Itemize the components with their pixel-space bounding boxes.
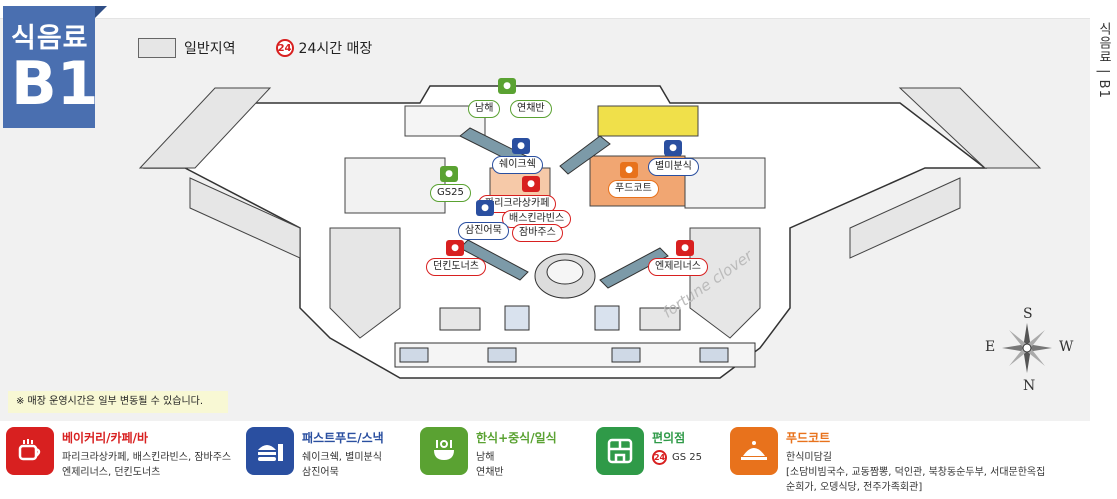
hours-notice: ※ 매장 운영시간은 일부 변동될 수 있습니다. <box>8 391 228 413</box>
compass-star-icon <box>1002 323 1052 373</box>
category-shops-line: 엔제리너스, 던킨도너츠 <box>62 467 161 478</box>
category-shops-line: 쉐이크쉑, 별미분식 <box>302 452 382 463</box>
map-label-namhae[interactable]: 남해 <box>468 100 501 118</box>
open-24h-icon: 24 <box>652 450 667 465</box>
category-shops-line: 삼진어묵 <box>302 467 339 478</box>
category-title: 한식+중식/일식 <box>476 431 557 445</box>
open-24h-icon: 24 <box>275 39 294 57</box>
map-label-foodcourt[interactable]: 푸드코트 <box>608 180 659 198</box>
legend-korean-chinese-japanese: 한식+중식/일식 남해 연채반 <box>420 427 557 497</box>
badge-corner <box>95 6 107 18</box>
map-label-angelinus[interactable]: 엔제리너스 <box>648 258 708 276</box>
category-title: 편의점 <box>652 431 686 445</box>
cafe-pin-icon[interactable]: ● <box>446 240 464 256</box>
fastfood-pin-icon[interactable]: ● <box>476 200 494 216</box>
foodcourt-pin-icon[interactable]: ● <box>620 162 638 178</box>
category-shop-name: GS 25 <box>672 452 702 463</box>
fastfood-pin-icon[interactable]: ● <box>512 138 530 154</box>
compass-east: E <box>985 339 996 355</box>
fastfood-pin-icon[interactable]: ● <box>664 140 682 156</box>
compass-rose-icon: S E W N <box>985 306 1073 398</box>
map-label-samjin[interactable]: 삼진어묵 <box>458 222 509 240</box>
category-shops-line: 한식미담길 <box>786 452 832 463</box>
compass-west: W <box>1059 339 1074 355</box>
map-label-byeolmi[interactable]: 별미분식 <box>648 158 699 176</box>
category-title: 패스트푸드/스낵 <box>302 431 384 445</box>
legend-convenience-store: 편의점 24 GS 25 <box>596 427 702 497</box>
badge-title: 식음료 <box>11 23 89 54</box>
floor-plan-map[interactable] <box>0 18 1090 420</box>
cloche-dish-icon <box>730 427 778 475</box>
legend-foodcourt: 푸드코트 한식미담길 [소담비빔국수, 교동짬뽕, 덕인관, 북창동순두부, 서… <box>730 427 1045 497</box>
general-area-label: 일반지역 <box>184 41 236 57</box>
category-shops-line: [소담비빔국수, 교동짬뽕, 덕인관, 북창동순두부, 서대문한옥집 <box>786 467 1046 478</box>
map-legend: 일반지역 24 24시간 매장 <box>138 38 372 58</box>
compass-north-south-top: S <box>1023 306 1033 322</box>
legend-fastfood: 패스트푸드/스낵 쉐이크쉑, 별미분식 삼진어묵 <box>246 427 384 497</box>
category-shops-line: 순희가, 오뎅식당, 전주가족회관] <box>786 482 923 493</box>
floor-badge: 식음료 B1 <box>3 6 99 128</box>
bowl-utensils-icon <box>420 427 468 475</box>
restaurant-pin-icon[interactable]: ● <box>498 78 516 94</box>
category-shops-line: 연채반 <box>476 467 504 478</box>
category-shops-line: 남해 <box>476 452 495 463</box>
cafe-pin-icon[interactable]: ● <box>522 176 540 192</box>
category-title: 베이커리/카페/바 <box>62 431 149 445</box>
store-pin-icon[interactable]: ● <box>440 166 458 182</box>
category-shops-line: 24 GS 25 <box>652 450 702 465</box>
general-area-swatch <box>138 38 176 58</box>
coffee-cup-icon <box>6 427 54 475</box>
map-label-gs25[interactable]: GS25 <box>430 184 471 202</box>
map-label-dunkin[interactable]: 던킨도너츠 <box>426 258 486 276</box>
burger-drink-icon <box>246 427 294 475</box>
open-24h-label: 24시간 매장 <box>298 41 373 57</box>
map-label-yeonchaeban[interactable]: 연채반 <box>510 100 552 118</box>
legend-bakery-cafe: 베이커리/카페/바 파리크라상카페, 배스킨라빈스, 잠바주스 엔제리너스, 던… <box>6 427 231 497</box>
cafe-pin-icon[interactable]: ● <box>676 240 694 256</box>
compass-north: N <box>1023 378 1036 394</box>
badge-floor: B1 <box>11 49 99 119</box>
side-floor-label: 식음료 | B1 <box>1096 22 1111 99</box>
map-label-shakeshack[interactable]: 쉐이크쉑 <box>492 156 543 174</box>
category-title: 푸드코트 <box>786 431 831 445</box>
map-label-jambajuice[interactable]: 잠바주스 <box>512 224 563 242</box>
category-shops-line: 파리크라상카페, 배스킨라빈스, 잠바주스 <box>62 452 232 463</box>
store-building-icon <box>596 427 644 475</box>
